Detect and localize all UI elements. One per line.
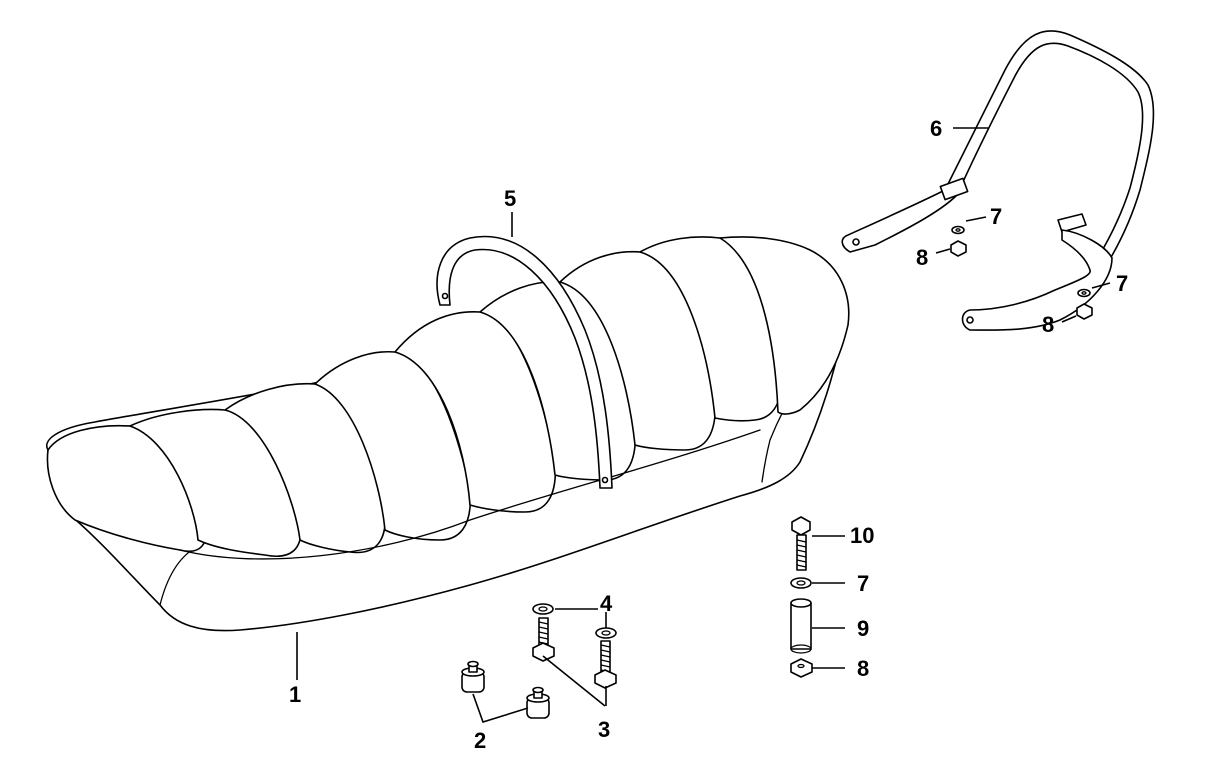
washer-left xyxy=(532,603,554,615)
leader-lines xyxy=(296,127,1111,723)
callout-1: 1 xyxy=(289,682,301,707)
long-bolt xyxy=(791,516,811,571)
spacer-tube xyxy=(790,598,812,654)
callout-7-stack: 7 xyxy=(857,571,869,596)
seat xyxy=(46,236,850,632)
callout-5: 5 xyxy=(504,186,516,211)
backrest-washer-b xyxy=(1077,288,1091,298)
rubber-buffer-left xyxy=(461,660,485,693)
callout-8-backrest-left: 8 xyxy=(916,245,928,270)
backrest-nut-b xyxy=(1076,303,1093,320)
backrest-washer-a xyxy=(951,225,965,235)
bolt-right xyxy=(594,640,617,689)
callout-8-stack: 8 xyxy=(857,656,869,681)
callout-7-backrest-right: 7 xyxy=(1116,271,1128,296)
callouts: 1 2 3 4 5 6 7 8 7 8 10 7 9 8 xyxy=(289,116,1128,753)
backrest-nut-a xyxy=(950,240,967,257)
backrest-frame xyxy=(841,30,1155,331)
bolt-left xyxy=(532,617,555,662)
callout-10: 10 xyxy=(850,523,874,548)
callout-4: 4 xyxy=(600,591,613,616)
callout-7-backrest-left: 7 xyxy=(990,204,1002,229)
spacer-washer xyxy=(790,577,812,589)
callout-3: 3 xyxy=(598,717,610,742)
grab-strap xyxy=(436,235,613,489)
callout-8-backrest-right: 8 xyxy=(1042,312,1054,337)
callout-2: 2 xyxy=(474,728,486,753)
callout-9: 9 xyxy=(857,616,869,641)
spacer-nut xyxy=(790,658,813,678)
rubber-buffer-right xyxy=(526,686,550,719)
callout-6: 6 xyxy=(930,116,942,141)
washer-right xyxy=(595,627,617,639)
